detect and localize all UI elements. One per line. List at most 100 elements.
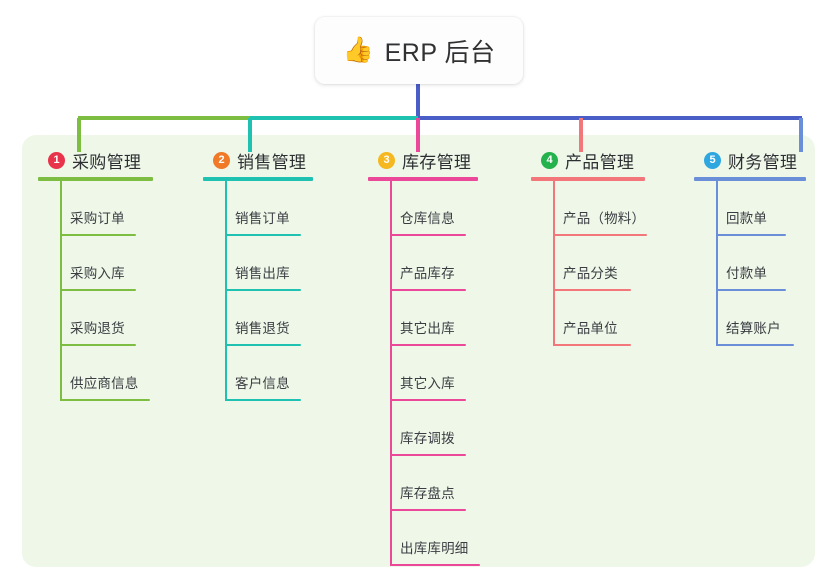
branch-number-badge: 2 <box>213 151 230 169</box>
branch-title: 库存管理 <box>402 152 472 172</box>
branch-item[interactable]: 结算账户 <box>694 291 806 346</box>
branch-item[interactable]: 回款单 <box>694 181 806 236</box>
branch-item[interactable]: 库存盘点 <box>368 456 478 511</box>
branch-item-label: 销售退货 <box>235 321 290 336</box>
branch-number-badge: 4 <box>541 151 558 169</box>
branch-item-label: 结算账户 <box>726 321 781 336</box>
branch-header-2[interactable]: 2 销售管理 <box>203 148 313 172</box>
branch-item-underline <box>60 399 150 401</box>
branch-item-underline <box>225 289 301 291</box>
branch-item[interactable]: 产品库存 <box>368 236 478 291</box>
branch-item-list: 产品（物料） 产品分类产品单位 <box>531 181 647 346</box>
branch-item-label: 库存盘点 <box>400 486 455 501</box>
root-node[interactable]: 👍 ERP 后台 <box>315 17 523 84</box>
branch-item-label: 采购入库 <box>70 266 125 281</box>
branch-header-underline <box>694 177 806 181</box>
branch-item-label: 销售出库 <box>235 266 290 281</box>
branch-title: 销售管理 <box>237 152 307 172</box>
branch-item[interactable]: 产品单位 <box>531 291 645 346</box>
branch-item-label: 产品单位 <box>563 321 618 336</box>
branch-item-label: 产品库存 <box>400 266 455 281</box>
branch-header-3[interactable]: 3 库存管理 <box>368 148 478 172</box>
branch-item-underline <box>716 344 794 346</box>
branch-item-underline <box>390 344 466 346</box>
branch-title: 财务管理 <box>728 152 798 172</box>
branch-header-4[interactable]: 4 产品管理 <box>531 148 645 172</box>
branch-item-label: 其它出库 <box>400 321 455 336</box>
branch-column-4: 4 产品管理产品（物料） 产品分类产品单位 <box>531 148 647 346</box>
branch-item-label: 出库库明细 <box>400 541 469 556</box>
branch-item-underline <box>390 509 466 511</box>
branch-item[interactable]: 销售订单 <box>203 181 313 236</box>
branch-header-underline <box>531 177 645 181</box>
branch-item-label: 销售订单 <box>235 211 290 226</box>
branch-item-underline <box>390 454 466 456</box>
branch-item-underline <box>60 289 136 291</box>
branch-item[interactable]: 库存调拨 <box>368 401 478 456</box>
branch-item[interactable]: 付款单 <box>694 236 806 291</box>
branch-item-underline <box>60 344 136 346</box>
branch-header-5[interactable]: 5 财务管理 <box>694 148 806 172</box>
branch-item-label: 其它入库 <box>400 376 455 391</box>
branch-item[interactable]: 采购入库 <box>38 236 153 291</box>
branch-item-label: 采购退货 <box>70 321 125 336</box>
branch-item[interactable]: 其它入库 <box>368 346 478 401</box>
branch-column-3: 3 库存管理仓库信息产品库存其它出库其它入库库存调拨库存盘点出库库明细 <box>368 148 480 566</box>
branch-item-label: 采购订单 <box>70 211 125 226</box>
branch-item-list: 销售订单销售出库销售退货客户信息 <box>203 181 313 401</box>
thumbs-up-icon: 👍 <box>342 36 374 64</box>
branch-item[interactable]: 采购订单 <box>38 181 153 236</box>
branch-number-badge: 5 <box>704 151 721 169</box>
branch-item-underline <box>225 344 301 346</box>
diagram-panel <box>22 135 815 567</box>
branch-number-badge: 1 <box>48 151 65 169</box>
branch-title: 采购管理 <box>72 152 142 172</box>
branch-item[interactable]: 产品分类 <box>531 236 645 291</box>
branch-item[interactable]: 出库库明细 <box>368 511 480 566</box>
branch-item-list: 采购订单采购入库采购退货供应商信息 <box>38 181 153 401</box>
branch-spine <box>716 181 718 346</box>
branch-item-underline <box>390 234 466 236</box>
branch-column-5: 5 财务管理回款单付款单结算账户 <box>694 148 806 346</box>
branch-spine <box>390 181 392 566</box>
branch-number-badge: 3 <box>378 151 395 169</box>
branch-spine <box>553 181 555 346</box>
branch-item-label: 客户信息 <box>235 376 290 391</box>
branch-column-2: 2 销售管理销售订单销售出库销售退货客户信息 <box>203 148 313 401</box>
branch-item-label: 供应商信息 <box>70 376 139 391</box>
branch-item[interactable]: 其它出库 <box>368 291 478 346</box>
branch-item-underline <box>225 234 301 236</box>
branch-title: 产品管理 <box>565 152 635 172</box>
branch-item[interactable]: 仓库信息 <box>368 181 478 236</box>
branch-item[interactable]: 产品（物料） <box>531 181 647 236</box>
branch-item-label: 库存调拨 <box>400 431 455 446</box>
branch-item-underline <box>553 234 647 236</box>
branch-header-underline <box>203 177 313 181</box>
branch-item-label: 回款单 <box>726 211 768 226</box>
branch-item-underline <box>390 564 480 566</box>
branch-item-label: 产品分类 <box>563 266 618 281</box>
branch-item[interactable]: 销售出库 <box>203 236 313 291</box>
branch-item[interactable]: 供应商信息 <box>38 346 153 401</box>
branch-item-underline <box>225 399 301 401</box>
branch-item-underline <box>60 234 136 236</box>
branch-item-underline <box>716 289 786 291</box>
branch-column-1: 1 采购管理采购订单采购入库采购退货供应商信息 <box>38 148 153 401</box>
branch-item-underline <box>553 289 631 291</box>
branch-item-underline <box>390 399 466 401</box>
branch-header-1[interactable]: 1 采购管理 <box>38 148 153 172</box>
branch-header-underline <box>38 177 153 181</box>
branch-item-list: 回款单付款单结算账户 <box>694 181 806 346</box>
branch-header-underline <box>368 177 478 181</box>
branch-item-label: 仓库信息 <box>400 211 455 226</box>
branch-item-underline <box>716 234 786 236</box>
branch-item[interactable]: 采购退货 <box>38 291 153 346</box>
branch-item[interactable]: 客户信息 <box>203 346 313 401</box>
branch-item-label: 产品（物料） <box>563 211 646 226</box>
branch-item-label: 付款单 <box>726 266 768 281</box>
branch-item-list: 仓库信息产品库存其它出库其它入库库存调拨库存盘点出库库明细 <box>368 181 480 566</box>
branch-item-underline <box>553 344 631 346</box>
branch-item[interactable]: 销售退货 <box>203 291 313 346</box>
branch-item-underline <box>390 289 466 291</box>
